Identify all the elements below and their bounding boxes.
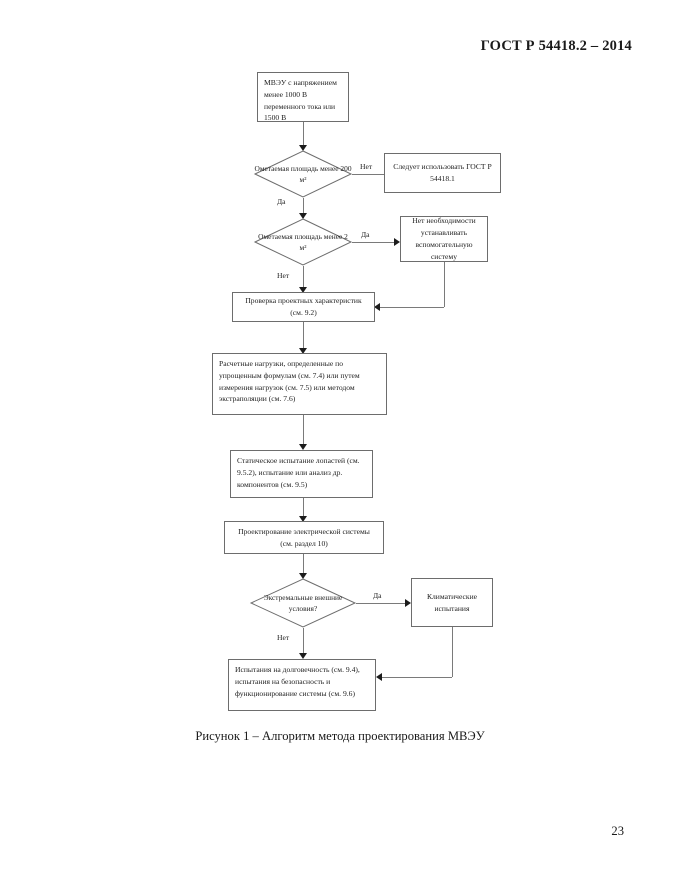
arrowhead-climatic-tests	[405, 599, 411, 607]
flow-decision-extreme-conditions: Экстремальные внешние условия?	[249, 578, 357, 628]
edge-label-dext-no: Нет	[277, 633, 290, 642]
flow-node-use-gost-1-label: Следует использовать ГОСТ Р 54418.1	[393, 162, 492, 183]
edge-label-d2-yes: Да	[361, 230, 370, 239]
flow-node-use-gost-1: Следует использовать ГОСТ Р 54418.1	[384, 153, 501, 193]
connector-electrical-to-dext	[303, 554, 304, 576]
flow-decision-area-200: Ометаемая площадь менее 200 м²	[253, 150, 353, 198]
flow-node-design-loads-label: Расчетные нагрузки, определенные по упро…	[219, 359, 360, 404]
diamond-shape-200	[253, 150, 353, 198]
flow-decision-area-2: Ометаемая площадь менее 2 м²	[253, 218, 353, 266]
flow-node-static-test: Статическое испытание лопастей (см. 9.5.…	[230, 450, 373, 498]
flow-node-start: МВЭУ с напряжением менее 1000 В переменн…	[257, 72, 349, 122]
connector-climatic-down	[452, 627, 453, 677]
flow-node-climatic-tests: Климатические испытания	[411, 578, 493, 627]
connector-start-to-d200	[303, 122, 304, 146]
connector-d2-yes	[352, 242, 396, 243]
connector-no-aux-left	[380, 307, 444, 308]
connector-d200-no	[352, 174, 406, 175]
arrowhead-d200	[299, 145, 307, 151]
arrowhead-d2	[299, 213, 307, 219]
flow-node-no-aux-needed: Нет необходимости устанавливать вспомога…	[400, 216, 488, 262]
flow-node-design-loads: Расчетные нагрузки, определенные по упро…	[212, 353, 387, 415]
arrowhead-durability	[299, 653, 307, 659]
connector-static-to-electrical	[303, 498, 304, 519]
document-header: ГОСТ Р 54418.2 – 2014	[480, 38, 632, 54]
diamond-shape-2	[253, 218, 353, 266]
page-number: 23	[611, 824, 624, 838]
arrowhead-check-design-right	[374, 303, 380, 311]
arrowhead-durability-right	[376, 673, 382, 681]
flow-node-climatic-tests-label: Климатические испытания	[426, 591, 478, 613]
figure-caption: Рисунок 1 – Алгоритм метода проектирован…	[195, 729, 485, 743]
connector-d2-no	[303, 266, 304, 289]
connector-d200-yes	[303, 198, 304, 218]
flow-decision-area-2-label: Ометаемая площадь менее 2 м²	[258, 231, 348, 252]
flow-node-static-test-label: Статическое испытание лопастей (см. 9.5.…	[237, 456, 360, 489]
flow-decision-extreme-conditions-label: Экстремальные внешние условия?	[263, 592, 343, 613]
arrowhead-design-loads	[299, 348, 307, 354]
connector-no-aux-down	[444, 262, 445, 307]
flowchart-figure: МВЭУ с напряжением менее 1000 В переменн…	[212, 72, 501, 711]
edge-label-d2-no: Нет	[277, 271, 290, 280]
flow-decision-area-200-label: Ометаемая площадь менее 200 м²	[254, 163, 352, 184]
flow-node-start-label: МВЭУ с напряжением менее 1000 В переменн…	[264, 78, 337, 123]
edge-label-d200-yes: Да	[277, 197, 286, 206]
arrowhead-electrical-design	[299, 516, 307, 522]
connector-loads-to-static	[303, 415, 304, 447]
diamond-shape-extreme	[249, 578, 357, 628]
flow-node-check-design: Проверка проектных характеристик (см. 9.…	[232, 292, 375, 322]
connector-check-to-loads	[303, 322, 304, 350]
arrowhead-check-design	[299, 287, 307, 293]
flow-node-durability-tests-label: Испытания на долговечность (см. 9.4), ис…	[235, 665, 360, 698]
flow-node-durability-tests: Испытания на долговечность (см. 9.4), ис…	[228, 659, 376, 711]
arrowhead-dext	[299, 573, 307, 579]
flow-node-electrical-design: Проектирование электрической системы (см…	[224, 521, 384, 554]
connector-dext-yes	[356, 603, 407, 604]
arrowhead-static-test	[299, 444, 307, 450]
edge-label-dext-yes: Да	[373, 591, 382, 600]
edge-label-d200-no: Нет	[360, 162, 373, 171]
connector-climatic-left	[382, 677, 452, 678]
flow-node-electrical-design-label: Проектирование электрической системы (см…	[238, 526, 370, 548]
flow-node-check-design-label: Проверка проектных характеристик (см. 9.…	[245, 296, 362, 317]
connector-dext-no	[303, 628, 304, 655]
arrowhead-no-aux	[394, 238, 400, 246]
flow-node-no-aux-needed-label: Нет необходимости устанавливать вспомога…	[412, 216, 476, 261]
